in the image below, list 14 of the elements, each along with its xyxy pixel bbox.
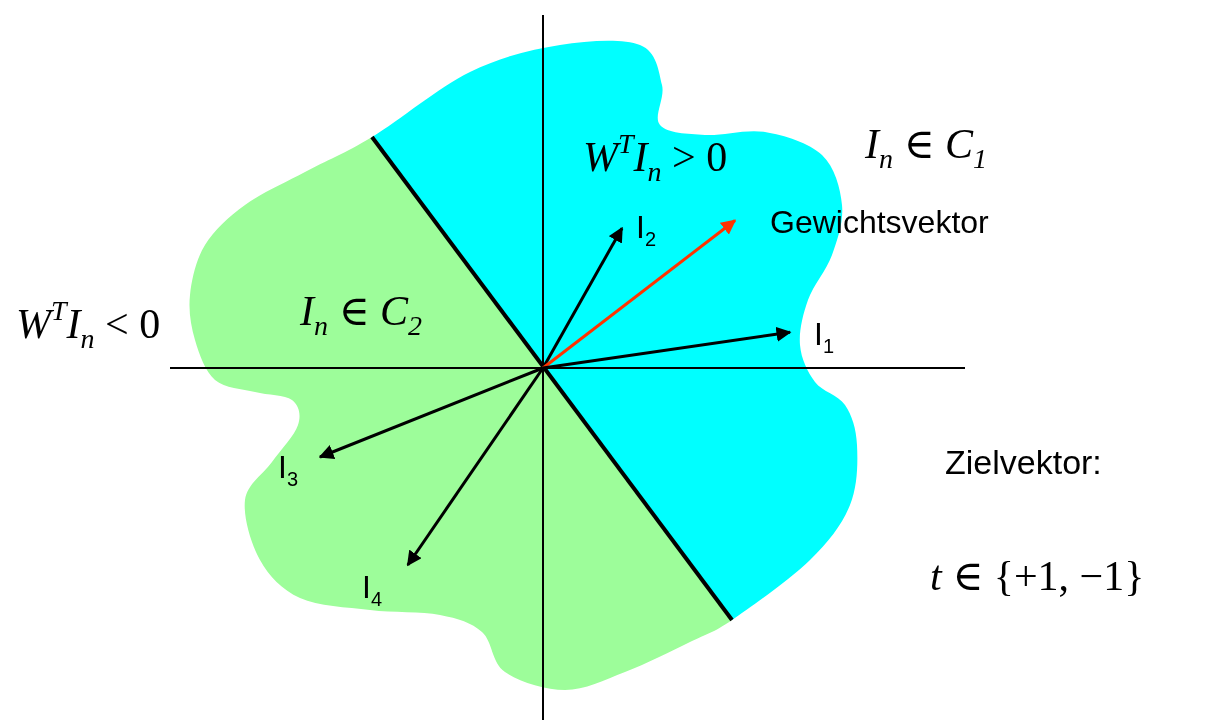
class-label: I$_{n}$ ∈ C$_{2}$ xyxy=(300,287,423,343)
inequality-label: W$^{T}$I$_{n}$ > 0 xyxy=(583,127,728,189)
vector-arrow xyxy=(542,326,792,370)
vector-label: I$_{1}$ xyxy=(790,312,850,360)
class-label: I$_{n}$ ∈ C$_{1}$ xyxy=(865,120,988,176)
vector-arrow xyxy=(318,366,544,459)
vector-label: I$_{2}$ xyxy=(622,205,672,253)
vector-label: I$_{4}$ xyxy=(358,565,414,609)
vector-arrow xyxy=(542,219,737,370)
target-set-label: t ∈ {+1, −1} xyxy=(930,552,1145,601)
vector-label: I$_{3}$ xyxy=(272,445,320,495)
vector-arrow xyxy=(406,367,545,567)
inequality-label: W$^{T}$I$_{n}$ < 0 xyxy=(16,294,161,356)
target-label: Zielvektor: xyxy=(945,442,1102,483)
